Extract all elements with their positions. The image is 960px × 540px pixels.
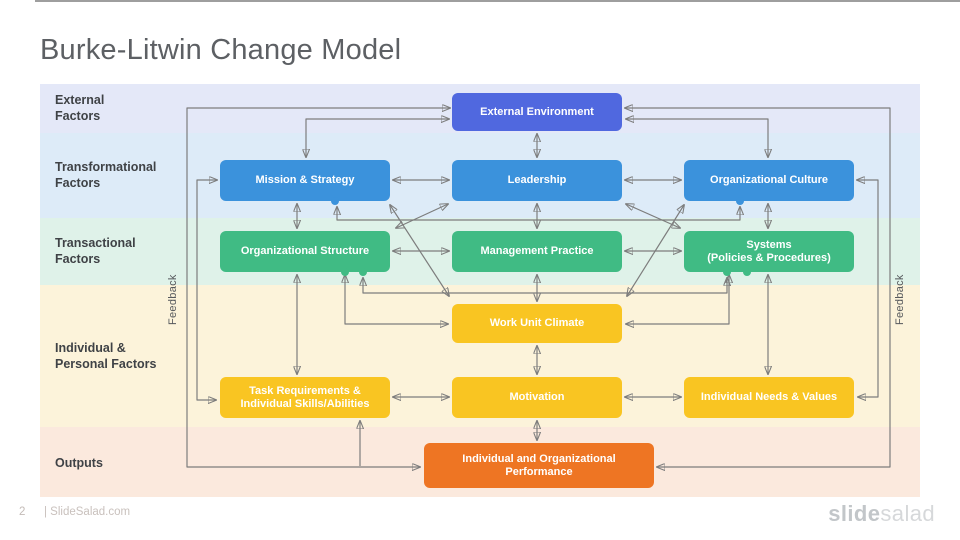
box-task-requirements: Task Requirements & Individual Skills/Ab… [220, 377, 390, 418]
slidesalad-logo: slidesalad [828, 501, 935, 527]
page-number: 2 [19, 506, 26, 518]
box-mission-strategy: Mission & Strategy [220, 160, 390, 201]
band-label-transactional: Transactional Factors [55, 236, 136, 266]
top-divider [35, 0, 960, 2]
band-label-individual: Individual & Personal Factors [55, 341, 157, 371]
band-label-external: External Factors [55, 93, 105, 123]
box-systems: Systems (Policies & Procedures) [684, 231, 854, 272]
footer-site-text: | SlideSalad.com [44, 506, 131, 518]
box-performance: Individual and Organizational Performanc… [424, 443, 654, 488]
box-organizational-culture: Organizational Culture [684, 160, 854, 201]
slide-title: Burke-Litwin Change Model [40, 34, 402, 66]
logo-part-light: salad [880, 501, 935, 526]
box-individual-needs: Individual Needs & Values [684, 377, 854, 418]
box-motivation: Motivation [452, 377, 622, 418]
box-external-environment: External Environment [452, 93, 622, 131]
feedback-label-right: Feedback [894, 274, 906, 325]
band-label-outputs: Outputs [55, 456, 103, 470]
logo-part-bold: slide [828, 501, 881, 526]
feedback-label-left: Feedback [167, 274, 179, 325]
box-management-practice: Management Practice [452, 231, 622, 272]
box-work-unit-climate: Work Unit Climate [452, 304, 622, 343]
box-leadership: Leadership [452, 160, 622, 201]
box-organizational-structure: Organizational Structure [220, 231, 390, 272]
band-label-transformational: Transformational Factors [55, 160, 157, 190]
